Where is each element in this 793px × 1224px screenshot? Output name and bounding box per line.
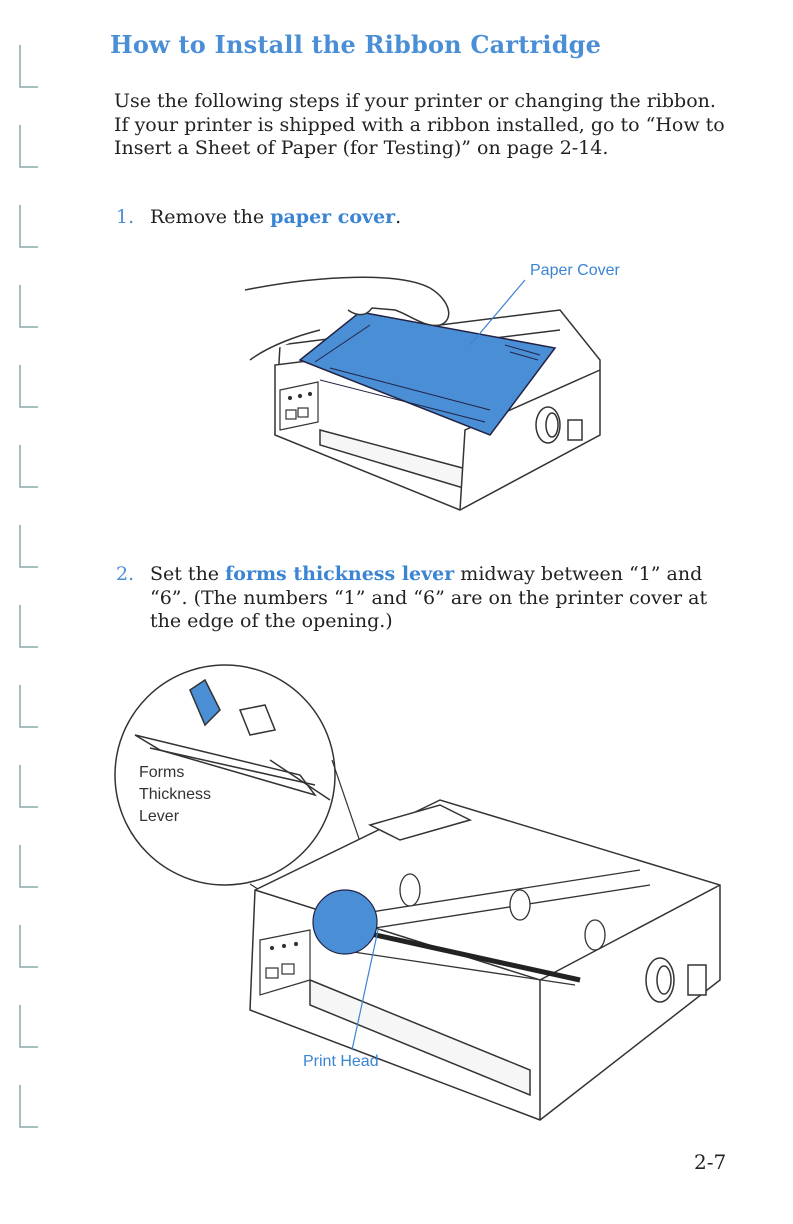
step-1-text-after: . <box>395 206 402 228</box>
binder-mark <box>19 125 38 168</box>
binder-mark <box>19 1085 38 1128</box>
lever-callout-line-2: Thickness <box>139 786 212 803</box>
step-1-text: Remove the paper cover. <box>150 206 730 230</box>
binder-mark <box>19 365 38 408</box>
binder-mark <box>19 445 38 488</box>
binder-mark <box>19 285 38 328</box>
binder-mark <box>19 765 38 808</box>
step-2-text-after: midway between “1” and “6”. (The numbers… <box>150 563 708 632</box>
print-head-leader-line <box>351 929 379 1051</box>
binder-mark <box>19 205 38 248</box>
control-panel-fig1 <box>279 381 319 431</box>
binder-mark <box>19 525 38 568</box>
page-number: 2-7 <box>694 1150 727 1174</box>
step-2-highlight: forms thickness lever <box>225 563 455 585</box>
print-mechanism-fig2 <box>319 869 651 986</box>
page-title: How to Install the Ribbon Cartridge <box>110 30 602 59</box>
platen-knob-fig1 <box>535 406 583 444</box>
step-2-text: Set the forms thickness lever midway bet… <box>150 563 730 634</box>
step-1-highlight: paper cover <box>270 206 396 228</box>
binder-mark <box>19 925 38 968</box>
print-head-callout: Print Head <box>303 1053 379 1070</box>
binder-mark <box>19 45 38 88</box>
lever-callout-line-3: Lever <box>139 808 180 825</box>
paper-cover-leader-line <box>469 279 526 346</box>
binder-margin-marks <box>19 45 38 1128</box>
step-2-text-before: Set the <box>150 563 226 585</box>
intro-paragraph: Use the following steps if your printer … <box>114 90 725 159</box>
forms-thickness-lever-callout: Forms Thickness Lever <box>139 762 211 828</box>
binder-mark <box>19 845 38 888</box>
platen-knob-fig2 <box>645 957 707 1003</box>
step-1-number: 1. <box>116 206 135 228</box>
hand-fig1 <box>244 276 450 361</box>
paper-cover-callout: Paper Cover <box>530 262 620 279</box>
binder-mark <box>19 1005 38 1048</box>
step-1: 1. Remove the paper cover. <box>116 206 736 236</box>
step-1-text-before: Remove the <box>150 206 271 228</box>
binder-mark <box>19 685 38 728</box>
step-2: 2. Set the forms thickness lever midway … <box>116 563 736 643</box>
binder-mark <box>19 605 38 648</box>
lever-highlight <box>312 889 378 955</box>
figure-1-printer-paper-cover <box>244 276 601 511</box>
figure-2-printer-forms-lever <box>114 664 721 1121</box>
magnifier-circle <box>114 664 336 886</box>
step-2-number: 2. <box>116 563 135 585</box>
magnified-lever-detail <box>134 678 331 801</box>
paper-cover-fig1 <box>298 311 557 436</box>
lever-callout-line-1: Forms <box>139 764 185 781</box>
control-panel-fig2 <box>259 929 311 996</box>
